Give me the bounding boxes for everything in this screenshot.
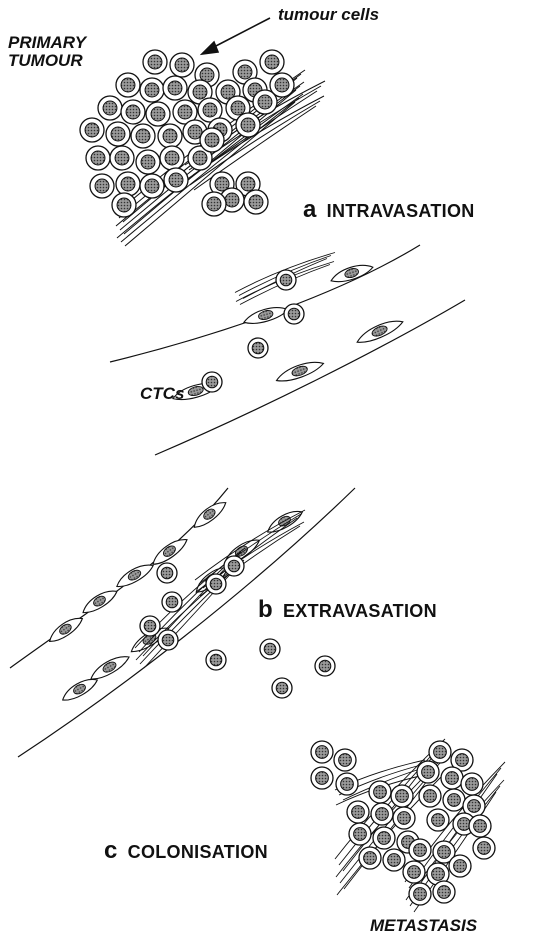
tumour-cell xyxy=(140,78,164,102)
tumour-cell xyxy=(369,781,391,803)
endothelial-cell xyxy=(113,560,155,591)
tumour-cell xyxy=(409,883,431,905)
primary-tumour-label: PRIMARY TUMOUR xyxy=(8,34,86,70)
endothelial-cell xyxy=(88,651,132,683)
extravasated-cells xyxy=(206,639,335,698)
tumour-cell xyxy=(311,741,333,763)
primary-tumour-label-line1: PRIMARY xyxy=(8,34,86,52)
endothelial-cell xyxy=(79,586,119,617)
tumour-cell xyxy=(469,815,491,837)
tumour-cell xyxy=(391,785,413,807)
tumour-cell xyxy=(409,839,431,861)
tumour-cell xyxy=(170,53,194,77)
tumour-cell xyxy=(110,146,134,170)
tumour-cell xyxy=(429,741,451,763)
primary-tumour-mass xyxy=(80,50,294,217)
tumour-cell xyxy=(371,803,393,825)
tumour-cell xyxy=(158,124,182,148)
tumour-cell xyxy=(417,761,439,783)
tumour-cells-arrow xyxy=(202,18,270,54)
step-a-letter: a xyxy=(303,196,317,223)
step-b-extravasation: b EXTRAVASATION xyxy=(258,597,437,622)
tumour-cell xyxy=(80,118,104,142)
tumour-cell xyxy=(359,847,381,869)
tumour-cell xyxy=(121,100,145,124)
step-c-colonisation: c COLONISATION xyxy=(104,838,268,863)
tumour-cell xyxy=(140,616,160,636)
tumour-cell xyxy=(162,592,182,612)
endothelial-cell xyxy=(190,497,229,531)
tumour-cell xyxy=(349,823,371,845)
tumour-cell xyxy=(403,861,425,883)
tumour-cell xyxy=(334,749,356,771)
tumour-cell xyxy=(90,174,114,198)
tumour-cell xyxy=(140,174,164,198)
tumour-cell xyxy=(276,270,296,290)
tumour-cell xyxy=(253,90,277,114)
tumour-cell xyxy=(449,855,471,877)
extravasated-cell xyxy=(260,639,280,659)
tumour-cell xyxy=(347,801,369,823)
tumour-cell xyxy=(131,124,155,148)
tumour-cell xyxy=(200,128,224,152)
endothelial-cell xyxy=(46,613,86,646)
tumour-cell xyxy=(336,773,358,795)
primary-tumour-label-line2: TUMOUR xyxy=(8,52,86,70)
step-c-name: COLONISATION xyxy=(128,842,268,862)
tumour-cell xyxy=(98,96,122,120)
tumour-cell xyxy=(112,193,136,217)
circulating-tumour-cell xyxy=(202,372,222,392)
step-a-intravasation: a INTRAVASATION xyxy=(303,197,475,222)
tumour-cell xyxy=(373,827,395,849)
tumour-cell xyxy=(116,172,140,196)
tumour-cell xyxy=(393,807,415,829)
ctcs-label: CTCs xyxy=(140,385,184,403)
tumour-cell xyxy=(106,122,130,146)
tumour-cell xyxy=(311,767,333,789)
tumour-cell xyxy=(473,837,495,859)
tumour-cell xyxy=(164,168,188,192)
tumour-cell xyxy=(206,574,226,594)
tumour-cell xyxy=(163,76,187,100)
step-c-letter: c xyxy=(104,837,118,864)
tumour-cells-label: tumour cells xyxy=(278,6,379,24)
tumour-cell xyxy=(146,102,170,126)
tumour-cell xyxy=(158,630,178,650)
extravasated-cell xyxy=(206,650,226,670)
tumour-cell xyxy=(116,73,140,97)
tumour-cell xyxy=(461,773,483,795)
step-b-letter: b xyxy=(258,596,273,623)
circulating-tumour-cell xyxy=(248,338,268,358)
extravasation-vessel xyxy=(10,488,355,757)
tumour-cell xyxy=(419,785,441,807)
tumour-cell xyxy=(86,146,110,170)
tumour-cell xyxy=(441,767,463,789)
endothelial-cell xyxy=(354,316,405,347)
extravasated-cell xyxy=(272,678,292,698)
step-b-name: EXTRAVASATION xyxy=(283,601,437,621)
tumour-cell xyxy=(284,304,304,324)
tumour-cell xyxy=(224,556,244,576)
metastasis-label: METASTASIS xyxy=(370,917,477,935)
tumour-cell xyxy=(143,50,167,74)
tumour-cell xyxy=(202,192,226,216)
step-a-name: INTRAVASATION xyxy=(327,201,475,221)
tumour-cell xyxy=(260,50,284,74)
tumour-cell xyxy=(160,146,184,170)
tumour-cell xyxy=(427,809,449,831)
tumour-cell xyxy=(136,150,160,174)
tumour-cell xyxy=(433,881,455,903)
tumour-cell xyxy=(383,849,405,871)
extravasated-cell xyxy=(315,656,335,676)
tumour-cell xyxy=(443,789,465,811)
tumour-cell xyxy=(157,563,177,583)
tumour-cell xyxy=(244,190,268,214)
tumour-cell xyxy=(236,113,260,137)
endothelial-cell xyxy=(274,357,325,385)
endothelial-cell xyxy=(242,303,290,327)
